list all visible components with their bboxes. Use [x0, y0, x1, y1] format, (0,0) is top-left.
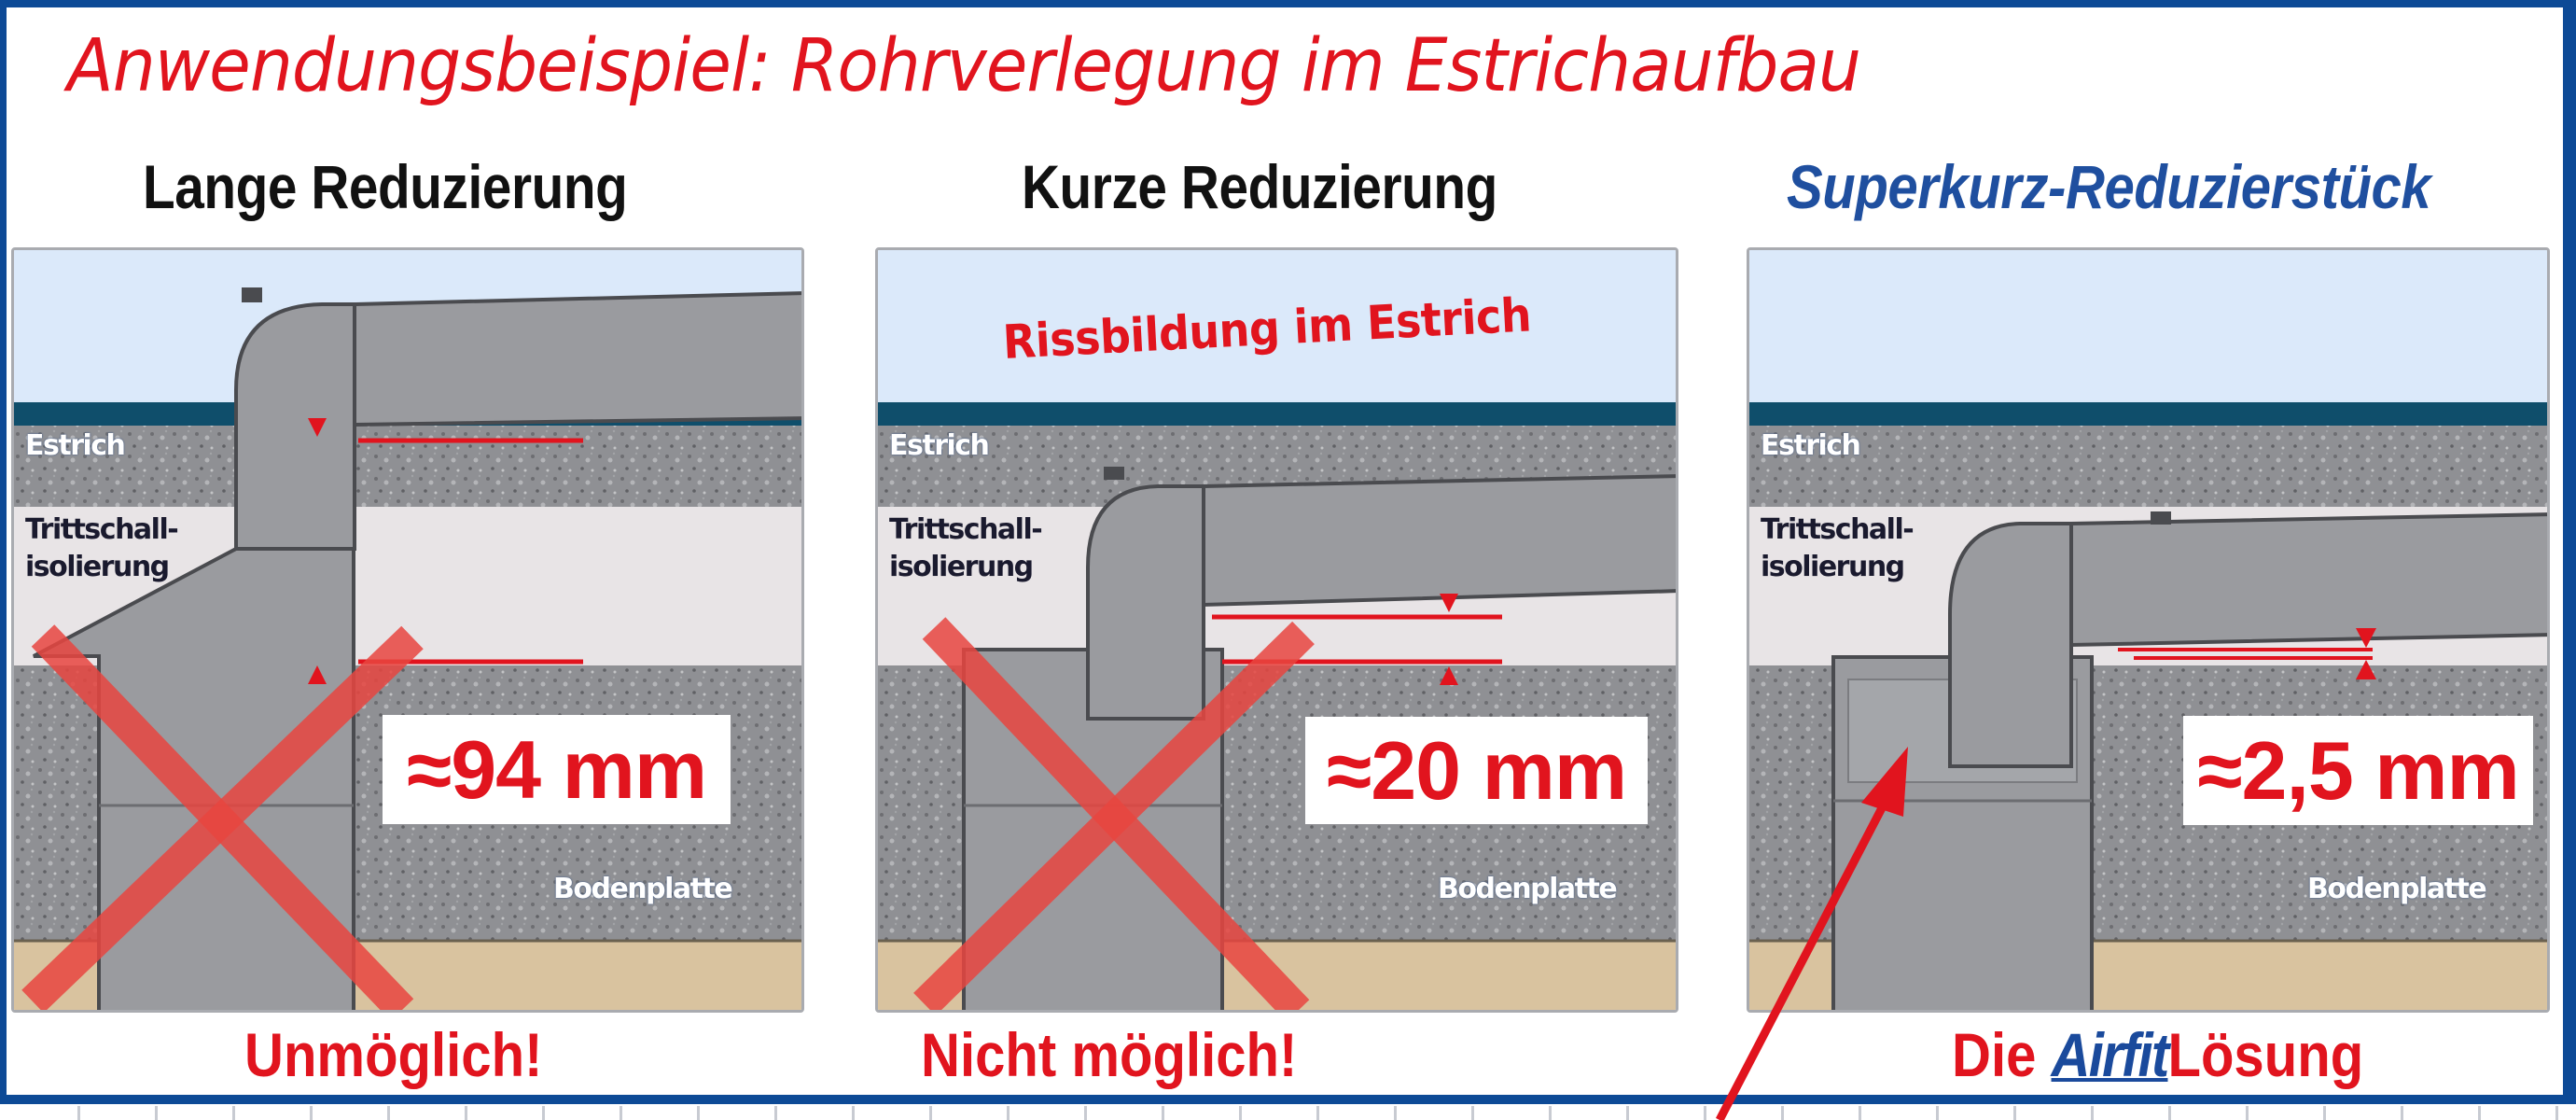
- cross-section-drawing: [878, 250, 1676, 1010]
- ruler-tick: [232, 1106, 235, 1120]
- heading-superkurz-reducer: Superkurz-Reduzierstück: [1787, 152, 2431, 221]
- ruler-tick: [155, 1106, 158, 1120]
- ruler-tick: [387, 1106, 390, 1120]
- ruler-tick: [2246, 1106, 2249, 1120]
- ruler-tick: [2168, 1106, 2171, 1120]
- label-bodenplatte: Bodenplatte: [1438, 873, 1618, 905]
- label-trittschall: Trittschall-: [889, 513, 1043, 546]
- ruler-strip: [0, 1104, 2576, 1120]
- label-isolierung: isolierung: [889, 551, 1034, 583]
- ruler-tick: [1704, 1106, 1706, 1120]
- ruler-tick: [852, 1106, 855, 1120]
- measurement-box: ≈2,5 mm: [2183, 716, 2533, 825]
- ruler-tick: [1781, 1106, 1784, 1120]
- label-trittschall: Trittschall-: [1761, 513, 1915, 546]
- diagram-panel-short: Estrich Trittschall- isolierung Bodenpla…: [875, 247, 1678, 1013]
- ruler-tick: [2478, 1106, 2481, 1120]
- heading-long-reducer: Lange Reduzierung: [143, 152, 628, 221]
- cross-section-drawing: [14, 250, 801, 1010]
- label-bodenplatte: Bodenplatte: [553, 873, 733, 905]
- measurement-box: ≈20 mm: [1305, 717, 1648, 824]
- verdict-not-possible: Nicht möglich!: [921, 1020, 1298, 1089]
- label-isolierung: isolierung: [1761, 551, 1905, 583]
- measurement-box: ≈94 mm: [383, 715, 731, 824]
- ruler-tick: [1626, 1106, 1629, 1120]
- ruler-tick: [2555, 1106, 2558, 1120]
- airfit-brand-logo: Airfit: [2051, 1020, 2170, 1089]
- ruler-tick: [1007, 1106, 1010, 1120]
- ruler-tick: [542, 1106, 545, 1120]
- ruler-tick: [1936, 1106, 1939, 1120]
- ruler-tick: [1471, 1106, 1474, 1120]
- label-isolierung: isolierung: [25, 551, 170, 583]
- ruler-tick: [2323, 1106, 2326, 1120]
- heading-short-reducer: Kurze Reduzierung: [1022, 152, 1497, 221]
- ruler-tick: [620, 1106, 622, 1120]
- ruler-tick: [929, 1106, 932, 1120]
- verdict-suffix: Lösung: [2167, 1020, 2364, 1089]
- ruler-tick: [1394, 1106, 1397, 1120]
- label-estrich: Estrich: [1761, 429, 1861, 462]
- ruler-tick: [1859, 1106, 1861, 1120]
- ruler-tick: [310, 1106, 313, 1120]
- label-trittschall: Trittschall-: [25, 513, 179, 546]
- diagram-panel-long: Estrich Trittschall- isolierung Bodenpla…: [11, 247, 804, 1013]
- label-estrich: Estrich: [889, 429, 990, 462]
- ruler-tick: [1239, 1106, 1242, 1120]
- ruler-tick: [77, 1106, 80, 1120]
- verdict-prefix: Die: [1952, 1020, 2037, 1089]
- ruler-tick: [2091, 1106, 2094, 1120]
- verdict-airfit-solution: Die AirfitLösung: [1952, 1019, 2363, 1090]
- ruler-tick: [774, 1106, 777, 1120]
- ruler-tick: [697, 1106, 700, 1120]
- ruler-tick: [2401, 1106, 2403, 1120]
- ruler-tick: [2013, 1106, 2016, 1120]
- label-bodenplatte: Bodenplatte: [2307, 873, 2487, 905]
- ruler-tick: [1084, 1106, 1087, 1120]
- ruler-tick: [1316, 1106, 1319, 1120]
- diagram-panel-superkurz: Estrich Trittschall- isolierung Bodenpla…: [1747, 247, 2550, 1013]
- page-title: Anwendungsbeispiel: Rohrverlegung im Est…: [67, 24, 1861, 108]
- label-estrich: Estrich: [25, 429, 126, 462]
- ruler-tick: [465, 1106, 467, 1120]
- verdict-impossible: Unmöglich!: [244, 1020, 543, 1089]
- ruler-tick: [1549, 1106, 1552, 1120]
- ruler-tick: [1162, 1106, 1164, 1120]
